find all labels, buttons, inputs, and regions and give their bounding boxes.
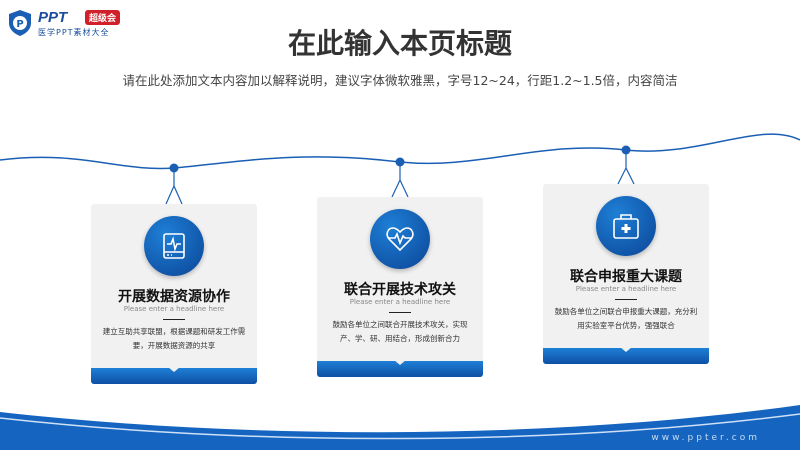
card-data-collaboration: 开展数据资源协作 Please enter a headline here 建立…: [91, 204, 257, 384]
monitor-pulse-icon: [144, 216, 204, 276]
page-title: 在此输入本页标题: [287, 27, 512, 60]
divider: [389, 312, 411, 313]
card-subtitle: Please enter a headline here: [575, 285, 677, 293]
medical-kit-icon: [596, 196, 656, 256]
logo-subtitle: 医学PPT素材大全: [38, 28, 110, 37]
logo-text: PPT: [38, 9, 68, 26]
card-title: 联合申报重大课题: [570, 269, 682, 285]
heart-pulse-icon: [370, 209, 430, 269]
card-title: 开展数据资源协作: [118, 289, 230, 305]
card-body: 建立互助共享联盟，根据课题和研发工作需要，开展数据资源的共享: [102, 327, 246, 350]
card-band: [317, 361, 483, 377]
card-band: [543, 348, 709, 364]
divider: [615, 299, 637, 300]
card-band: [91, 368, 257, 384]
page-subtitle: 请在此处添加文本内容加以解释说明，建议字体微软雅黑，字号12~24，行距1.2~…: [122, 73, 678, 88]
logo: P PPT 超级会 医学PPT素材大全: [8, 7, 138, 39]
card-subtitle: Please enter a headline here: [123, 305, 225, 313]
card-tech-research: 联合开展技术攻关 Please enter a headline here 鼓励…: [317, 197, 483, 377]
footer-url: www.ppter.com: [651, 433, 760, 443]
card-title: 联合开展技术攻关: [344, 282, 456, 298]
divider: [163, 319, 185, 320]
logo-badge: 超级会: [85, 10, 121, 25]
card-joint-application: 联合申报重大课题 Please enter a headline here 鼓励…: [543, 184, 709, 364]
shield-logo-icon: P: [9, 10, 31, 36]
card-subtitle: Please enter a headline here: [349, 298, 451, 306]
card-body: 鼓励各单位之间联合开展技术攻关，实现产、学、研、用结合，形成创新合力: [332, 320, 468, 343]
svg-text:P: P: [16, 19, 23, 30]
card-body: 鼓励各单位之间联合申报重大课题，充分利用实验室平台优势，强强联合: [554, 307, 698, 330]
